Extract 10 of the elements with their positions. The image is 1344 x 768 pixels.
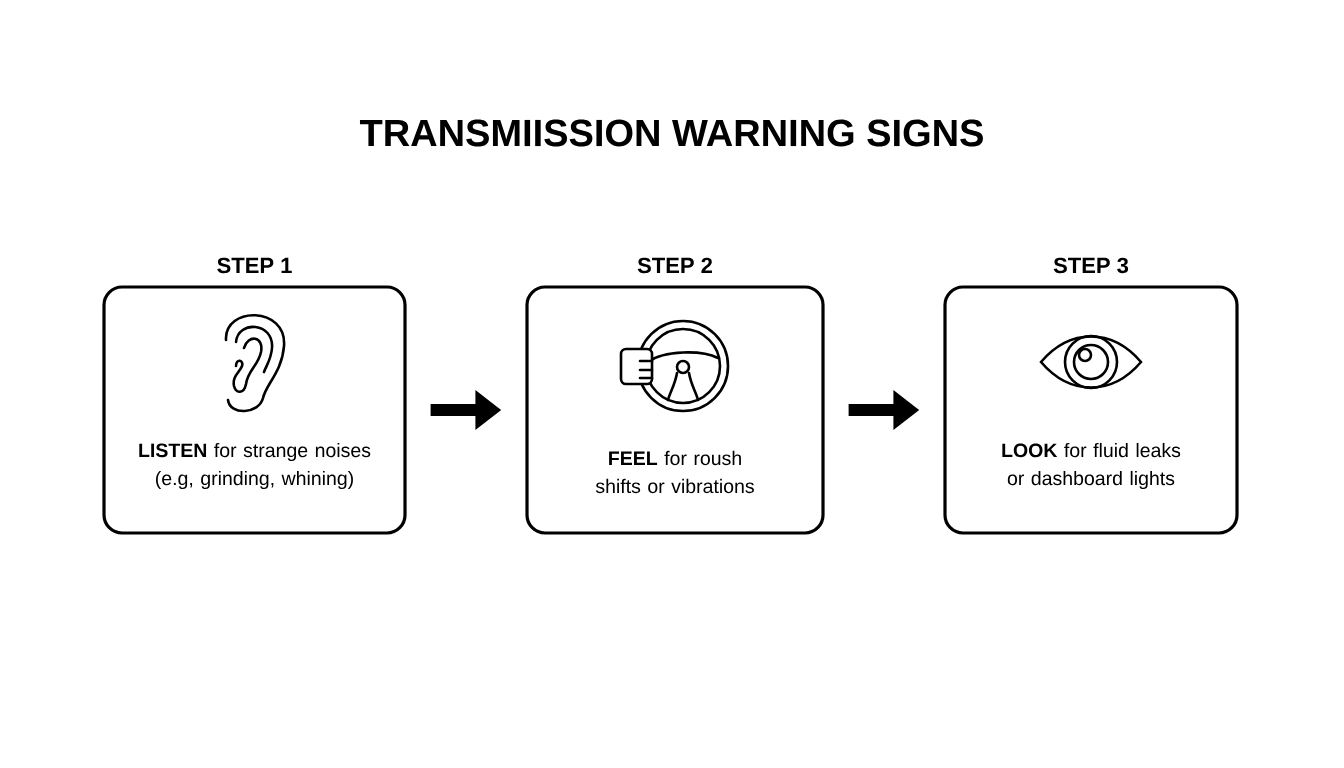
step-heading: STEP 3 (1053, 257, 1129, 274)
step-box (102, 257, 407, 535)
step-heading: STEP 1 (217, 257, 292, 274)
step-box (943, 257, 1239, 535)
step-box (525, 257, 825, 535)
step-description: LISTEN for strange noises (e.g, grinding, whining) (139, 442, 371, 490)
step-description: LOOK for fluid leaks or dashboard lights (1002, 442, 1181, 490)
step-description: FEEL for roush shifts or vibrations (595, 450, 754, 494)
step-heading: STEP 2 (637, 257, 712, 274)
title: TRANSMIISSION WARNING SIGNS (359, 119, 983, 147)
